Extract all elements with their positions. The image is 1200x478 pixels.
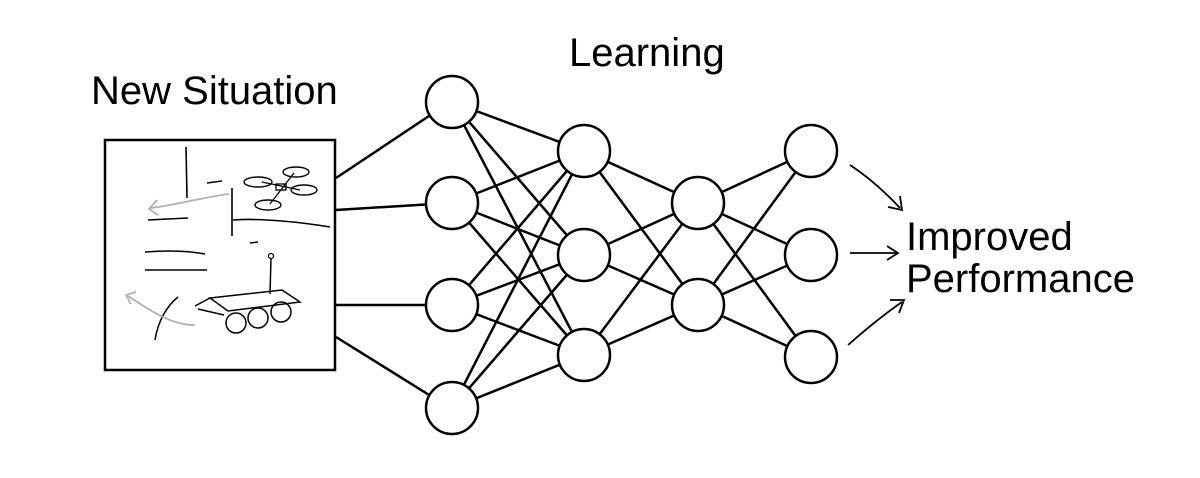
improved-label: Improved: [906, 215, 1073, 259]
situation-sketch: [103, 138, 337, 372]
arrow-lower: [847, 301, 903, 346]
performance-label: Performance: [906, 257, 1135, 301]
layer-3-node-2: [670, 277, 726, 333]
layer-2-node-3: [556, 327, 612, 383]
network-connections: [450, 100, 813, 410]
layer-4-node-1: [783, 123, 839, 179]
new-situation-label: New Situation: [91, 69, 338, 113]
ground-robot-sketch: [194, 252, 303, 334]
layer-1-node-3: [424, 277, 480, 333]
layer-4-node-3: [783, 329, 839, 385]
situation-frame: [103, 138, 337, 372]
connection-edge: [583, 202, 699, 356]
network-nodes: [424, 74, 839, 436]
input-connections: [335, 100, 451, 410]
layer-1-node-2: [424, 175, 480, 231]
learning-label: Learning: [569, 31, 725, 75]
layer-1-node-4: [424, 380, 480, 436]
connection-edge: [451, 101, 585, 256]
layer-2-node-2: [556, 227, 612, 283]
connection-edge: [696, 150, 813, 306]
arrow-upper: [849, 164, 901, 209]
drone-sketch: [243, 166, 318, 211]
connection-edge: [451, 150, 585, 306]
layer-3-node-1: [670, 175, 726, 231]
layer-1-node-1: [424, 74, 480, 130]
connection-edge: [450, 150, 586, 409]
layer-4-node-2: [783, 227, 839, 283]
connection-edge: [451, 254, 585, 409]
layer-2-node-1: [556, 123, 612, 179]
output-arrows: [847, 164, 906, 346]
